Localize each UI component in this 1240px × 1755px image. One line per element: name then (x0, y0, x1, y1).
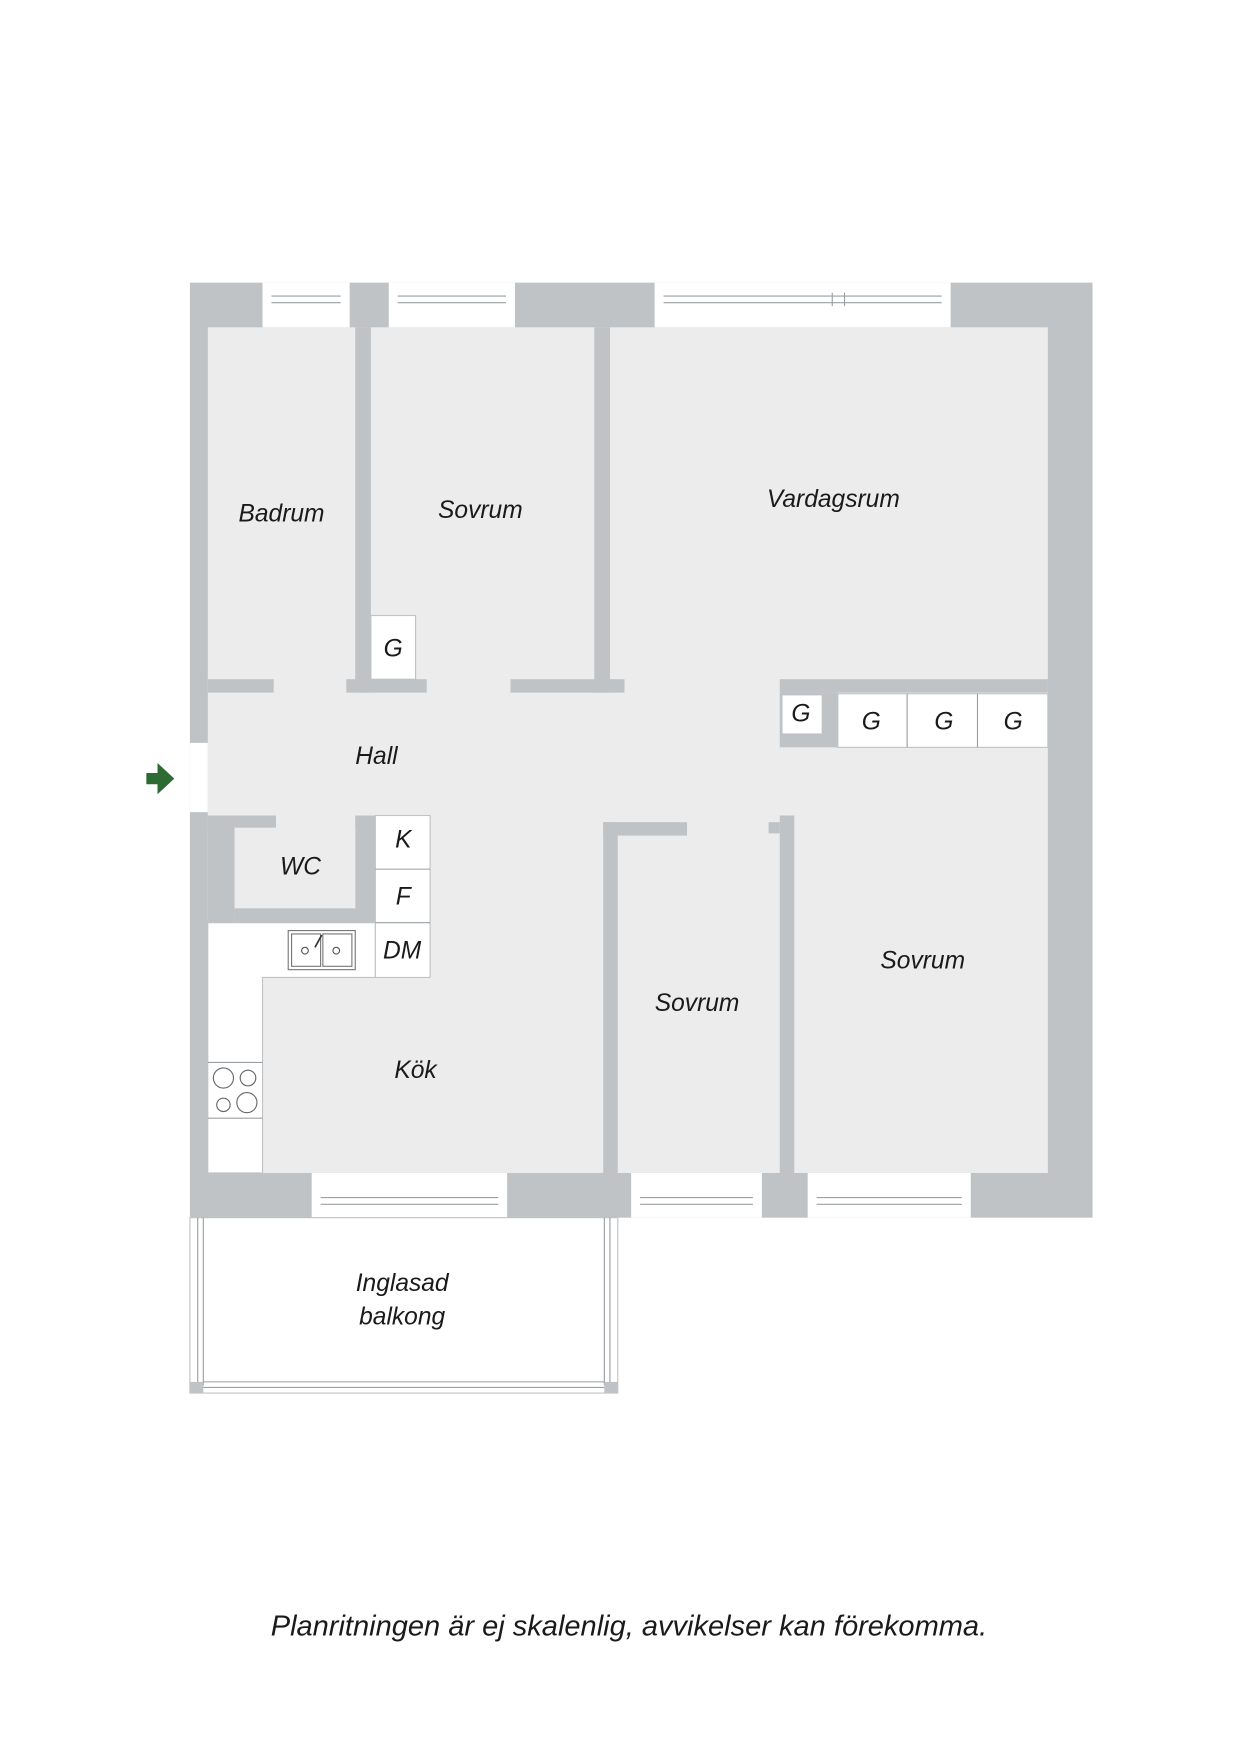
room-label-wc: WC (280, 853, 321, 880)
wc-floor (234, 827, 356, 909)
closet-label: G (384, 636, 403, 663)
kitchen-unit-label: K (395, 827, 413, 854)
room-label-sovrum: Sovrum (655, 990, 740, 1017)
kitchen-unit-label: DM (383, 937, 422, 964)
room-label-sovrum: Sovrum (880, 947, 965, 974)
sink-icon (287, 930, 356, 971)
closet-hall-small (781, 694, 823, 735)
closet-label: G (934, 708, 953, 735)
room-label-balkong: balkong (359, 1304, 445, 1331)
glazed-balcony (189, 1217, 619, 1394)
disclaimer-caption: Planritningen är ej skalenlig, avvikelse… (271, 1610, 987, 1642)
stove-icon (207, 1061, 263, 1119)
top-windows (262, 282, 951, 328)
entrance-arrow-icon (146, 762, 175, 795)
room-label-vardagsrum: Vardagsrum (767, 486, 900, 513)
closet-label: G (862, 708, 881, 735)
entrance-opening (189, 742, 208, 813)
closet-label: G (1004, 708, 1023, 735)
closet-label: G (791, 700, 810, 727)
interior-floor (207, 327, 1048, 1173)
kitchen-units (374, 814, 431, 979)
kitchen-unit-label: F (396, 884, 413, 911)
room-label-badrum: Badrum (239, 500, 325, 527)
room-label-hall: Hall (355, 743, 399, 770)
bottom-windows (311, 1172, 971, 1218)
closets-hall (837, 693, 1049, 748)
room-label-balkong: Inglasad (356, 1270, 450, 1297)
room-label-kok: Kök (394, 1057, 438, 1084)
room-label-sovrum: Sovrum (438, 497, 523, 524)
closet-sovrum (370, 614, 417, 680)
